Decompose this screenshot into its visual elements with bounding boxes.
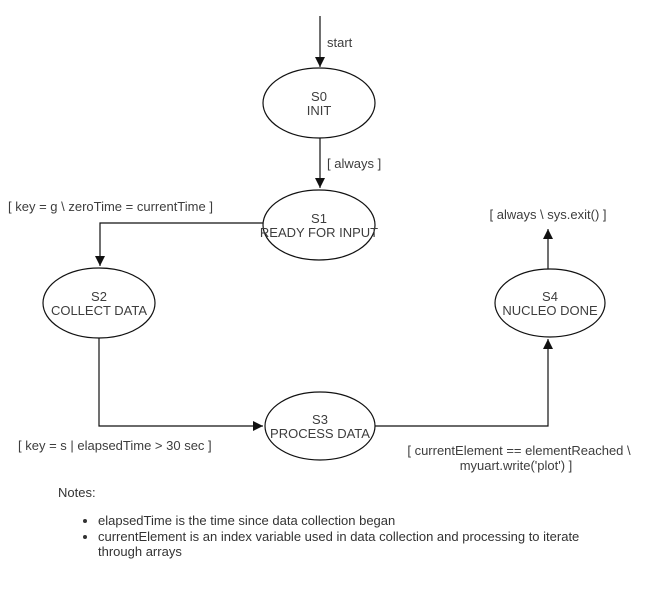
transition-s4-to-exit: [ always \ sys.exit() ] [489,207,607,269]
state-name-s3: PROCESS DATA [270,426,370,441]
state-name-s4: NUCLEO DONE [502,303,598,318]
state-name-s0: INIT [307,103,332,118]
state-id-s2: S2 [91,289,107,304]
transition-label-s0-s1: [ always ] [327,156,381,171]
transition-label-s4-exit: [ always \ sys.exit() ] [489,207,606,222]
state-ellipse-s0 [262,67,376,139]
state-ellipse-s4 [494,268,606,338]
state-node-s1: S1 READY FOR INPUT [260,189,378,261]
state-id-s3: S3 [312,412,328,427]
notes-section: Notes: elapsedTime is the time since dat… [58,485,618,559]
transition-label-s3-s4-line2: myuart.write('plot') ] [460,458,573,473]
arrow-s3-to-s4 [375,339,553,427]
state-name-s1: READY FOR INPUT [260,225,378,240]
notes-title: Notes: [58,485,96,500]
transition-start-to-s0: start [315,16,353,67]
arrow-s1-to-s2 [95,222,263,266]
notes-item: currentElement is an index variable used… [98,529,620,560]
transition-s1-to-s2: [ key = g \ zeroTime = currentTime ] [8,199,263,266]
state-node-s4: S4 NUCLEO DONE [494,268,606,338]
state-ellipse-s1 [262,189,376,261]
notes-list: elapsedTime is the time since data colle… [58,513,620,559]
state-node-s3: S3 PROCESS DATA [264,391,376,461]
arrow-s2-to-s3 [98,338,263,431]
state-node-s0: S0 INIT [262,67,376,139]
transition-label-s1-s2: [ key = g \ zeroTime = currentTime ] [8,199,213,214]
start-label: start [327,35,353,50]
transition-label-s3-s4-line1: [ currentElement == elementReached \ [407,443,631,458]
transition-label-s2-s3: [ key = s | elapsedTime > 30 sec ] [18,438,212,453]
notes-item: elapsedTime is the time since data colle… [98,513,620,528]
transition-s2-to-s3: [ key = s | elapsedTime > 30 sec ] [18,338,263,453]
state-id-s4: S4 [542,289,558,304]
state-node-s2: S2 COLLECT DATA [42,267,156,339]
transition-s0-to-s1: [ always ] [315,138,381,188]
state-id-s1: S1 [311,211,327,226]
state-name-s2: COLLECT DATA [51,303,147,318]
transition-s3-to-s4: [ currentElement == elementReached \ myu… [375,339,631,473]
state-id-s0: S0 [311,89,327,104]
